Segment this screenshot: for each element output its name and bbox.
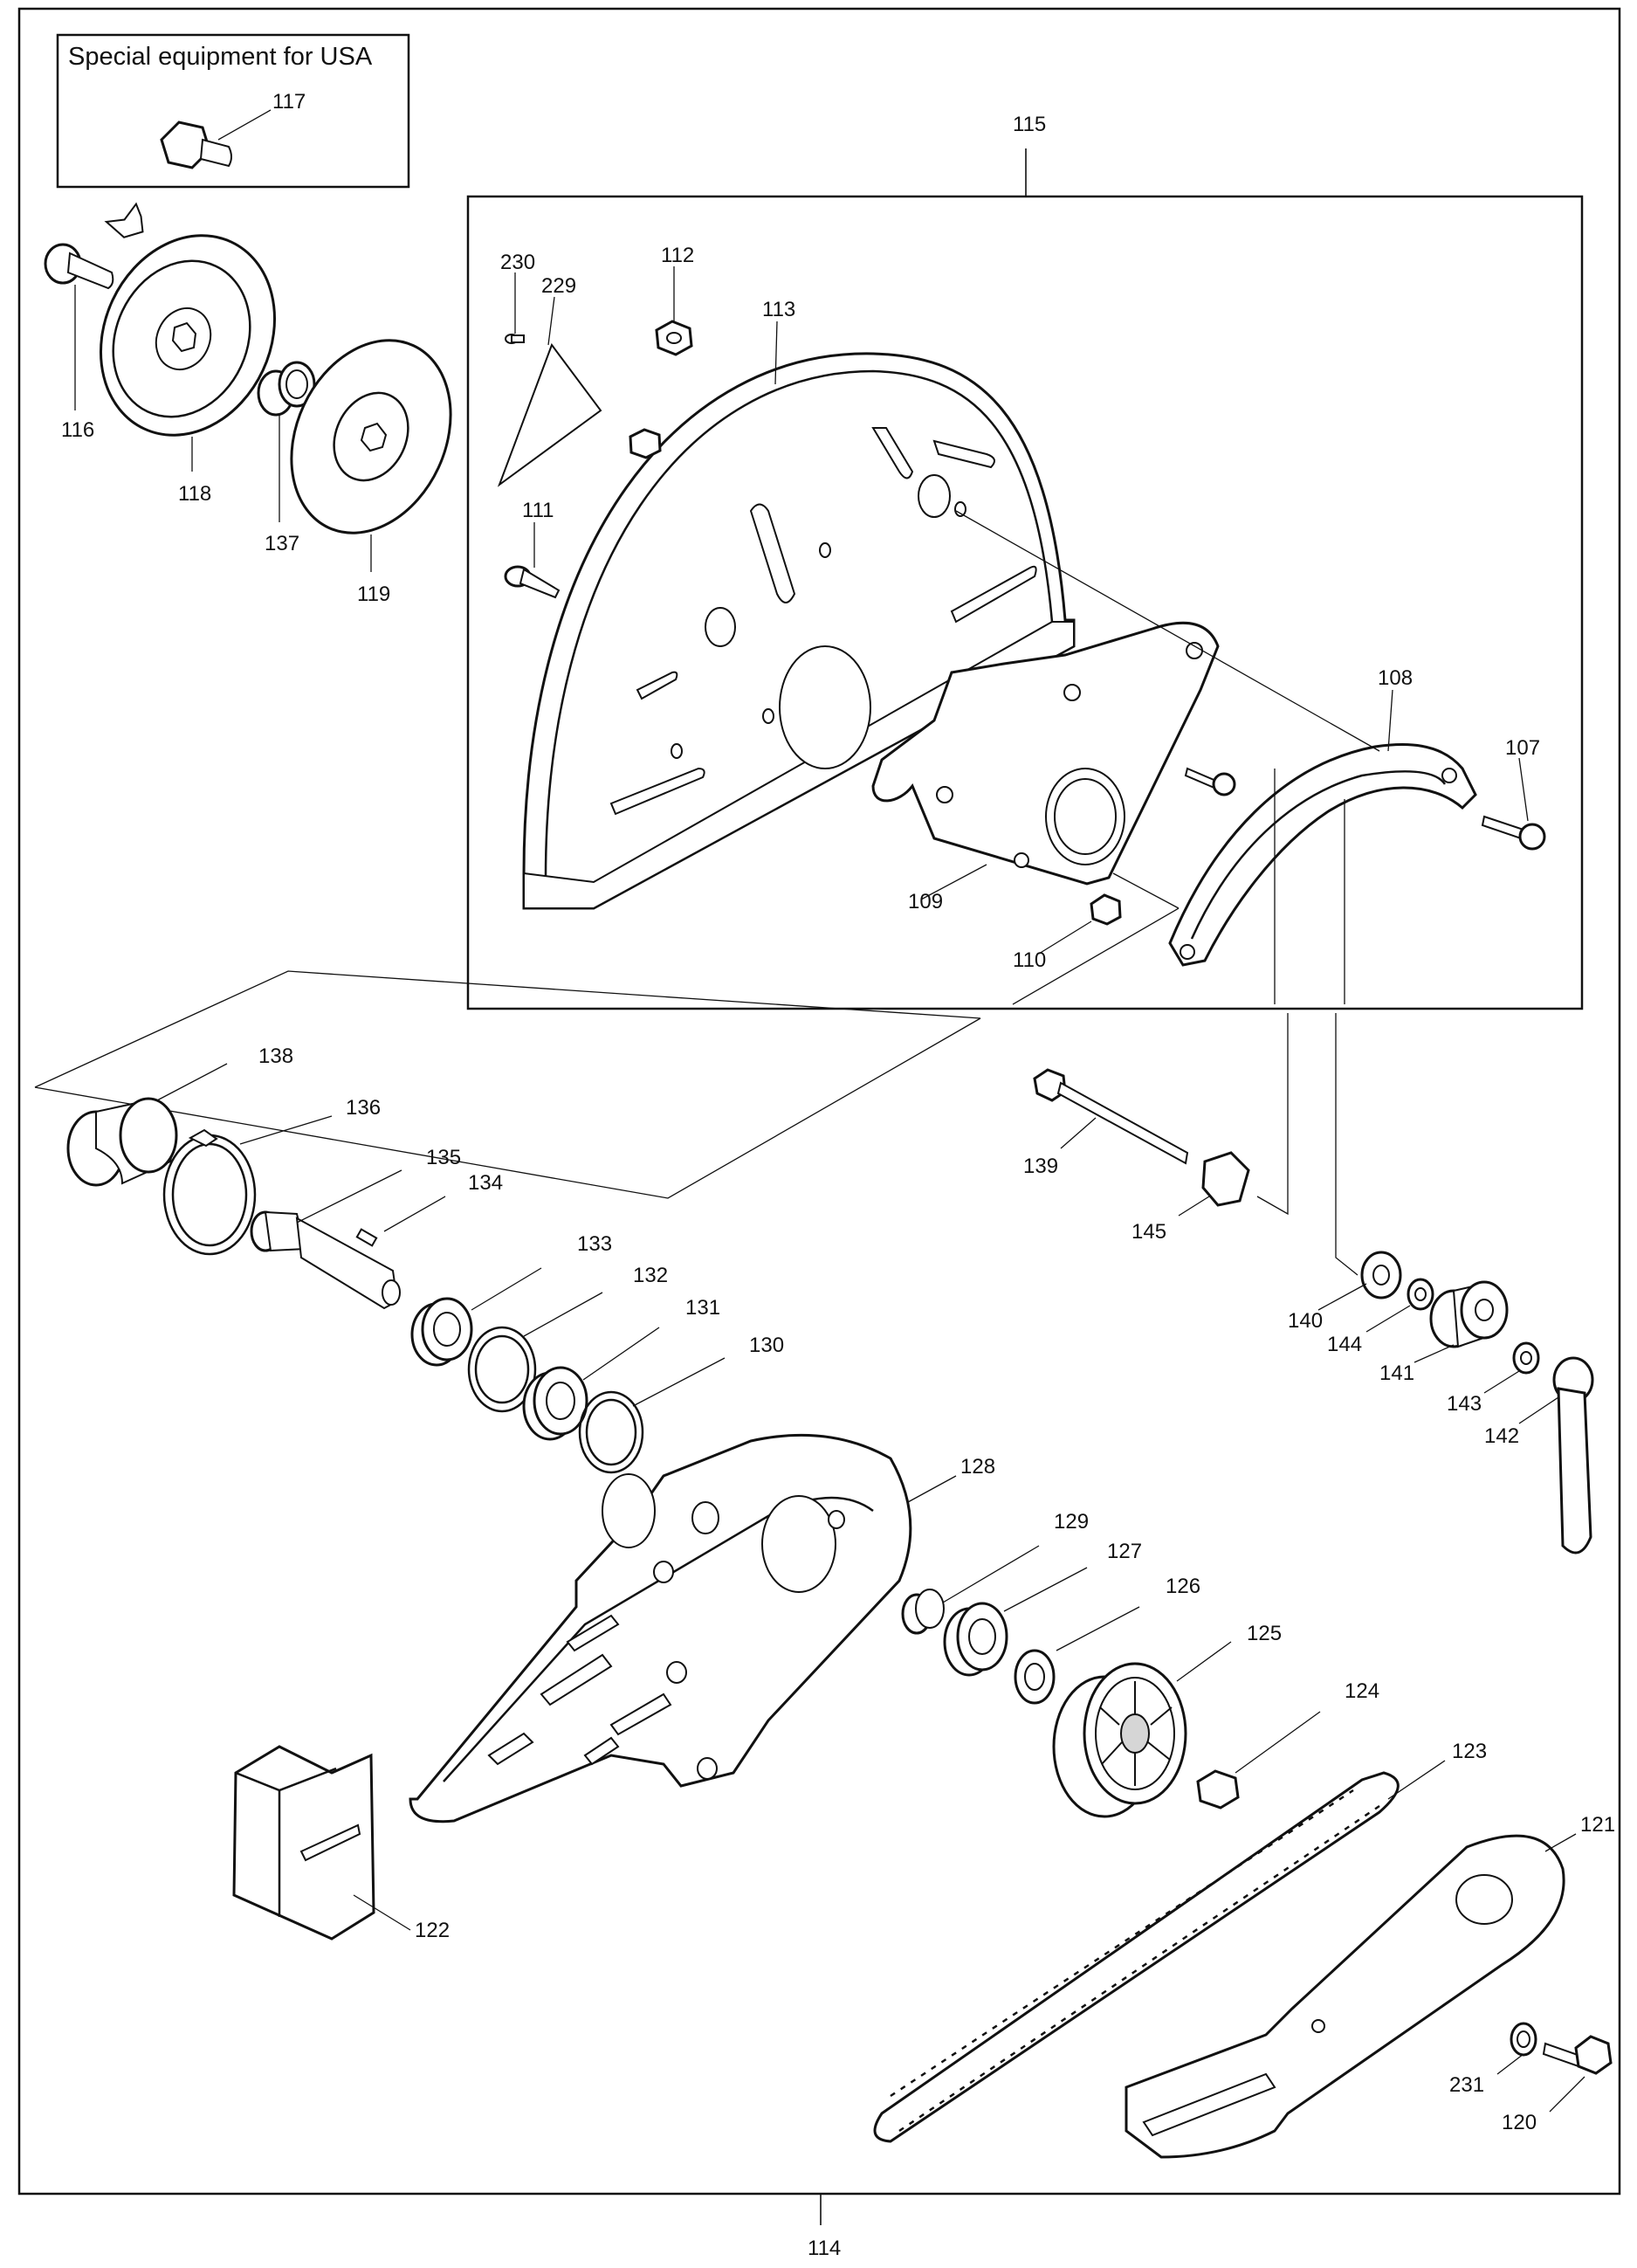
spacer-141 bbox=[1429, 1280, 1509, 1348]
drive-belt-123 bbox=[873, 1771, 1400, 2143]
retaining-ring-136 bbox=[162, 1128, 257, 1256]
part-label-145: 145 bbox=[1131, 1220, 1166, 1244]
part-label-116: 116 bbox=[61, 418, 94, 442]
nut-124 bbox=[1196, 1769, 1240, 1810]
bolt-116 bbox=[44, 243, 114, 290]
part-label-108: 108 bbox=[1378, 666, 1413, 690]
direction-arrow-icon bbox=[104, 202, 144, 238]
key-134 bbox=[355, 1228, 378, 1247]
part-label-124: 124 bbox=[1345, 1679, 1379, 1703]
warning-label-229 bbox=[497, 342, 602, 487]
nut-110 bbox=[1090, 893, 1122, 926]
washer-143 bbox=[1512, 1341, 1540, 1375]
part-label-136: 136 bbox=[346, 1096, 381, 1120]
long-bolt-139 bbox=[1033, 1068, 1189, 1165]
part-label-118: 118 bbox=[178, 482, 211, 506]
part-label-123: 123 bbox=[1452, 1740, 1487, 1763]
arc-plate-108 bbox=[1168, 743, 1477, 967]
bushing-129 bbox=[901, 1589, 945, 1635]
part-label-119: 119 bbox=[357, 583, 390, 606]
sleeve-138 bbox=[66, 1097, 178, 1187]
bracket-109 bbox=[871, 621, 1220, 886]
housing-128 bbox=[409, 1433, 912, 1823]
part-label-229: 229 bbox=[541, 274, 576, 298]
part-label-109: 109 bbox=[908, 890, 943, 913]
usa-special-equipment-box: Special equipment for USA 117 bbox=[56, 33, 410, 189]
part-label-126: 126 bbox=[1166, 1575, 1200, 1598]
part-label-143: 143 bbox=[1447, 1392, 1482, 1416]
washer-126 bbox=[1014, 1649, 1056, 1705]
part-label-120: 120 bbox=[1502, 2111, 1537, 2134]
pulley-125 bbox=[1052, 1662, 1187, 1818]
washer-144 bbox=[1407, 1278, 1434, 1311]
part-label-131: 131 bbox=[685, 1296, 720, 1320]
part-label-139: 139 bbox=[1023, 1155, 1058, 1178]
outer-frame bbox=[17, 7, 1621, 2196]
part-label-144: 144 bbox=[1327, 1333, 1362, 1356]
blade-guard-113 bbox=[522, 352, 1076, 910]
flange-assembly: 116 118 137 119 bbox=[44, 202, 452, 606]
part-label-140: 140 bbox=[1288, 1309, 1323, 1333]
blade-guard-assembly-box: 115 113 112 bbox=[466, 113, 1584, 1010]
cam-145 bbox=[1201, 1151, 1250, 1207]
bushing-137 bbox=[257, 361, 316, 417]
bracket-screw bbox=[1184, 767, 1236, 796]
part-label-112: 112 bbox=[661, 244, 694, 267]
screw-107 bbox=[1481, 815, 1546, 851]
part-label-117: 117 bbox=[272, 90, 306, 114]
part-label-231: 231 bbox=[1449, 2073, 1484, 2097]
part-label-130: 130 bbox=[749, 1334, 784, 1357]
part-label-230: 230 bbox=[500, 251, 535, 274]
part-label-110: 110 bbox=[1013, 948, 1046, 972]
inner-flange-119 bbox=[290, 339, 452, 534]
part-label-114: 114 bbox=[808, 2237, 841, 2260]
pin-230 bbox=[505, 334, 525, 344]
bolt-120 bbox=[1542, 2035, 1613, 2075]
lever-handle-142 bbox=[1552, 1356, 1594, 1555]
outer-flange-118 bbox=[100, 234, 276, 437]
bolt-117 bbox=[160, 121, 232, 169]
part-label-135: 135 bbox=[426, 1146, 461, 1169]
guard-plate-122 bbox=[232, 1745, 375, 1941]
bearing-127 bbox=[943, 1602, 1008, 1677]
bearing-131 bbox=[522, 1366, 588, 1441]
part-label-115: 115 bbox=[1013, 113, 1046, 136]
part-label-127: 127 bbox=[1107, 1540, 1142, 1563]
washer-140 bbox=[1360, 1251, 1402, 1299]
part-label-137: 137 bbox=[265, 532, 299, 555]
part-label-107: 107 bbox=[1505, 736, 1540, 760]
bearing-133 bbox=[410, 1297, 473, 1367]
part-label-113: 113 bbox=[762, 298, 795, 321]
part-label-132: 132 bbox=[633, 1264, 668, 1287]
snap-ring-130 bbox=[578, 1390, 644, 1474]
part-label-129: 129 bbox=[1054, 1510, 1089, 1534]
part-label-142: 142 bbox=[1484, 1424, 1519, 1448]
snap-ring-132 bbox=[467, 1326, 537, 1413]
nut-112 bbox=[629, 320, 693, 459]
part-label-141: 141 bbox=[1379, 1361, 1414, 1385]
belt-cover-121 bbox=[1125, 1834, 1565, 2159]
usa-box-title: Special equipment for USA bbox=[68, 43, 373, 71]
screw-111 bbox=[504, 565, 561, 599]
part-label-128: 128 bbox=[960, 1455, 995, 1479]
shaft-135 bbox=[250, 1210, 401, 1310]
part-label-111: 111 bbox=[522, 499, 554, 522]
part-label-134: 134 bbox=[468, 1171, 503, 1195]
part-label-133: 133 bbox=[577, 1232, 612, 1256]
washer-231 bbox=[1510, 2022, 1537, 2057]
part-label-121: 121 bbox=[1580, 1813, 1615, 1837]
part-label-125: 125 bbox=[1247, 1622, 1282, 1645]
part-label-138: 138 bbox=[258, 1044, 293, 1068]
part-label-122: 122 bbox=[415, 1919, 450, 1942]
